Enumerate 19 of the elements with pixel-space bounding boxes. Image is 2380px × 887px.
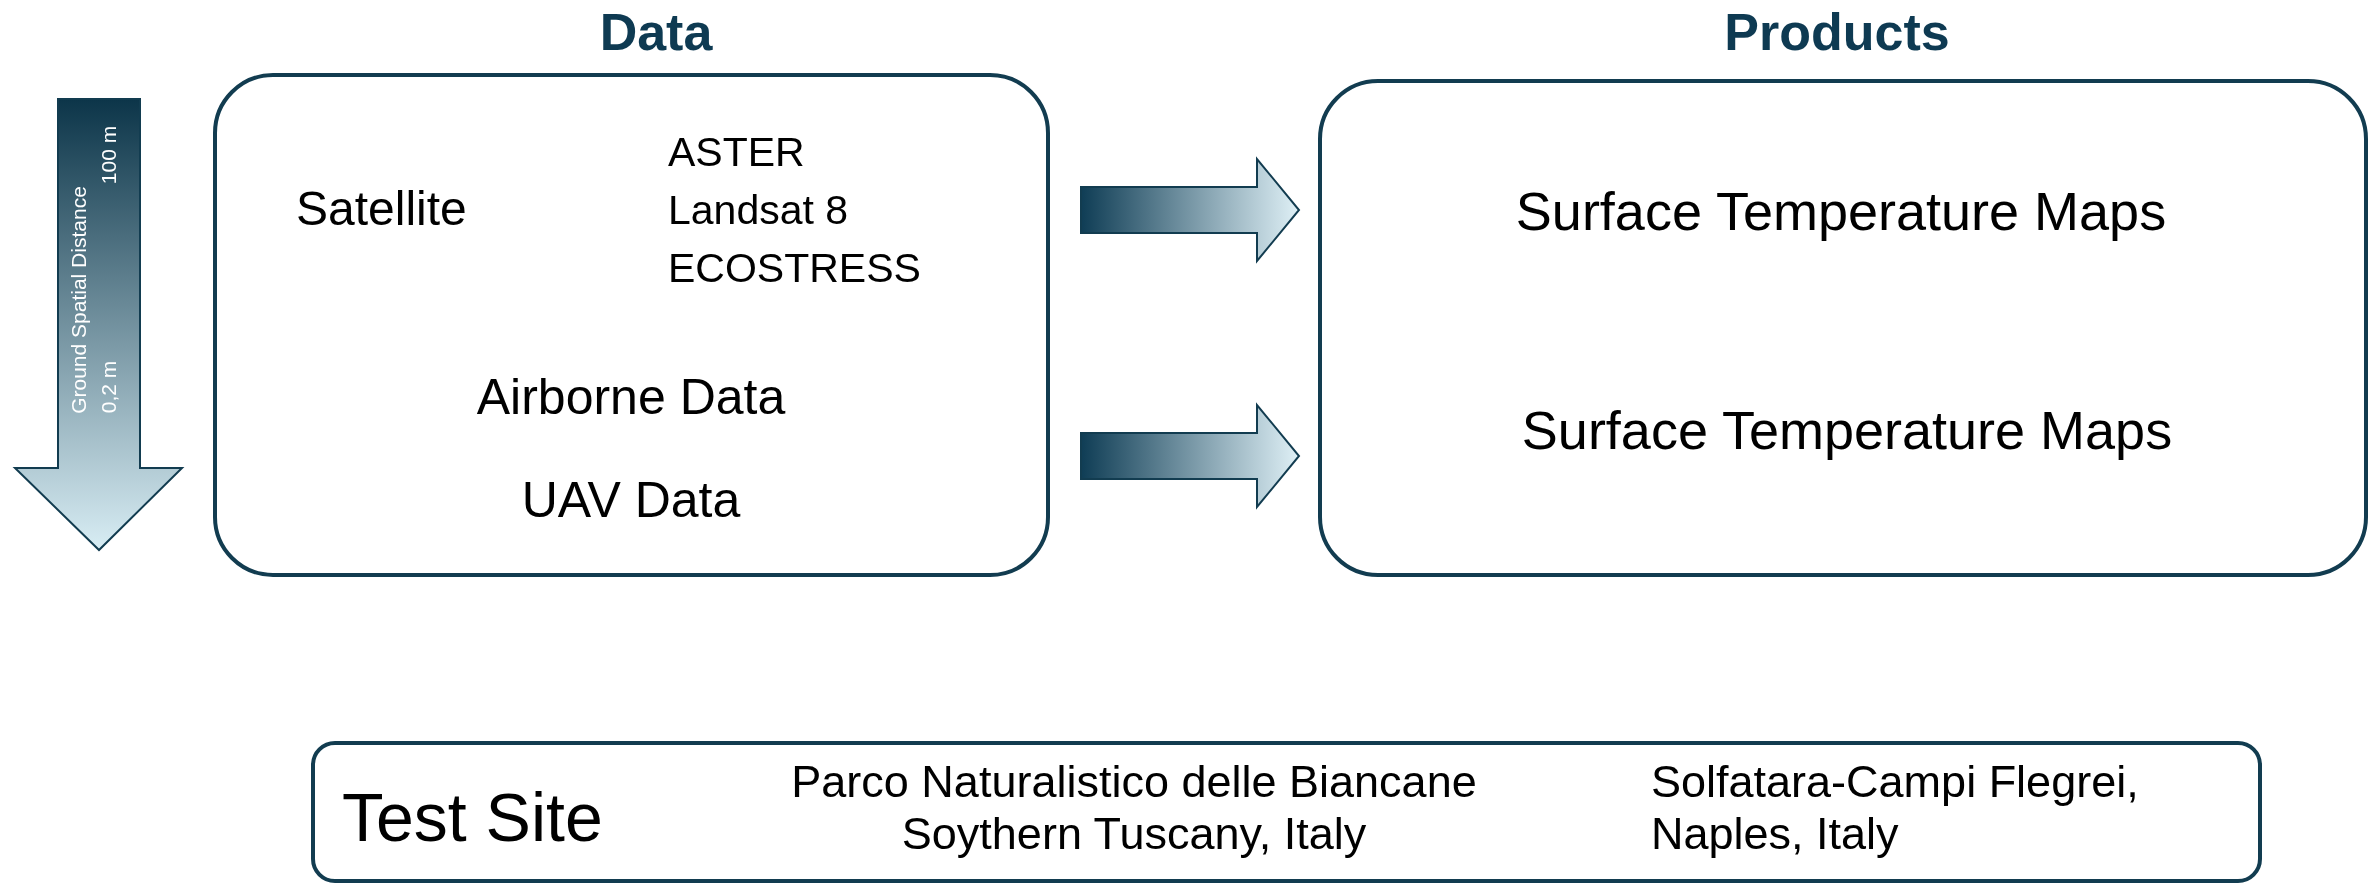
- rounded-box: [311, 741, 2262, 883]
- axis-label: 100 m: [97, 125, 121, 185]
- section-title: Data: [599, 3, 713, 63]
- text-label: ECOSTRESS: [668, 245, 921, 293]
- axis-label: 0,2 m: [97, 360, 121, 414]
- block-arrow: [1080, 402, 1301, 510]
- text-label: Parco Naturalistico delle Biancane Soythern Tuscany, Italy: [790, 756, 1478, 860]
- text-label: Surface Temperature Maps: [1515, 179, 2167, 243]
- block-arrow: [1080, 156, 1301, 264]
- axis-label: Ground Spatial Distance: [67, 186, 91, 414]
- text-label: ASTER: [668, 129, 805, 177]
- text-label: Solfatara-Campi Flegrei, Naples, Italy: [1651, 756, 2140, 860]
- text-label: Landsat 8: [668, 187, 849, 235]
- text-label: Satellite: [296, 181, 467, 237]
- text-label: UAV Data: [521, 472, 741, 530]
- text-label: Test Site: [342, 777, 603, 857]
- section-title: Products: [1724, 3, 1950, 63]
- text-label: Airborne Data: [476, 369, 786, 427]
- text-label: Surface Temperature Maps: [1521, 398, 2173, 462]
